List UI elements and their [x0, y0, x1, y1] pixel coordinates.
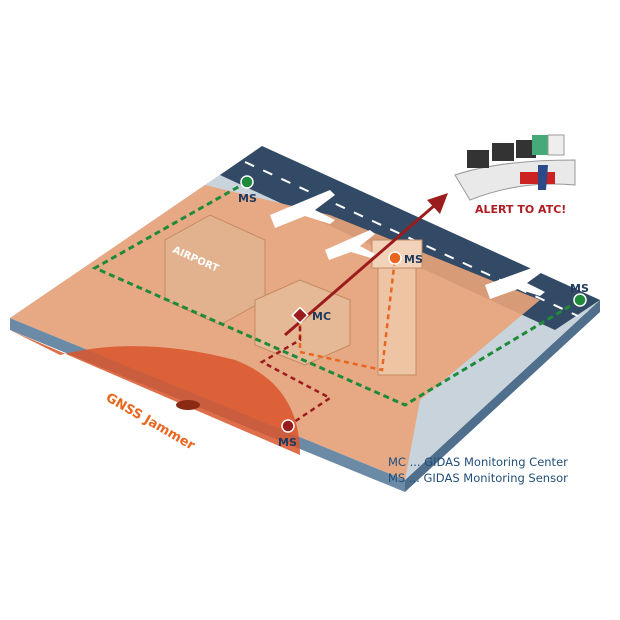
jammer-zone — [10, 330, 300, 455]
orange-sensor-link — [298, 257, 397, 372]
airplane-icon — [325, 230, 375, 260]
legend: MC ... GIDAS Monitoring Center MS ... GI… — [388, 454, 568, 486]
airplane-icon — [485, 265, 545, 299]
arrow-head-icon — [427, 193, 448, 214]
sensor-label: MS — [278, 436, 297, 449]
office-building — [254, 279, 351, 366]
green-sensor-link — [91, 180, 581, 407]
alert-label: ALERT TO ATC! — [475, 203, 566, 216]
airplane-icon — [270, 190, 335, 228]
sensor-ms-tower[interactable] — [388, 251, 402, 265]
sensor-ms-top-left[interactable] — [240, 175, 254, 189]
atc-console — [454, 134, 576, 201]
control-tower — [377, 264, 417, 376]
monitoring-center-icon[interactable] — [291, 306, 309, 325]
red-sensor-link — [259, 316, 333, 428]
mc-label: MC — [312, 310, 331, 323]
sensor-label: MS — [404, 253, 423, 266]
jammer-car-icon — [176, 400, 200, 410]
alert-arrow — [284, 203, 436, 337]
sensor-label: MS — [570, 282, 589, 295]
board-side-right — [405, 300, 600, 492]
sensor-ms-bottom[interactable] — [281, 419, 295, 433]
legend-item-mc: MC ... GIDAS Monitoring Center — [388, 455, 568, 469]
legend-item-ms: MS ... GIDAS Monitoring Sensor — [388, 471, 568, 485]
sensor-ms-right[interactable] — [573, 293, 587, 307]
sensor-label: MS — [238, 192, 257, 205]
